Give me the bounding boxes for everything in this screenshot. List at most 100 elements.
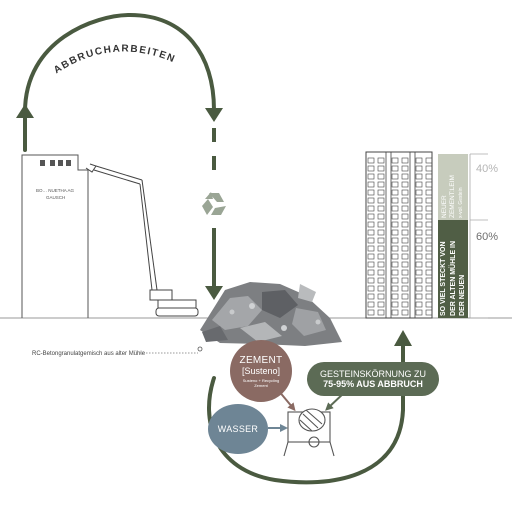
window — [377, 277, 385, 284]
window — [391, 277, 399, 284]
window — [415, 165, 423, 172]
arc-arrowhead-left — [16, 104, 34, 118]
bar-old-line3: DER NEUEN — [459, 274, 466, 316]
window — [377, 173, 385, 180]
arc-title: ABBRUCHARBEITEN — [52, 43, 177, 76]
window — [401, 157, 409, 164]
window — [391, 157, 399, 164]
window — [367, 229, 375, 236]
window — [377, 269, 385, 276]
zement-title: ZEMENT — [239, 354, 283, 366]
window — [377, 205, 385, 212]
window — [415, 293, 423, 300]
window — [425, 245, 433, 252]
window — [415, 245, 423, 252]
window — [367, 157, 375, 164]
gestein-line1: GESTEINSKÖRNUNG ZU — [319, 369, 426, 379]
window — [425, 261, 433, 268]
window — [425, 221, 433, 228]
window — [391, 253, 399, 260]
window — [377, 229, 385, 236]
window — [367, 181, 375, 188]
window — [415, 205, 423, 212]
window — [425, 309, 433, 316]
window — [415, 269, 423, 276]
loop-arrowhead-up — [394, 330, 412, 346]
window — [377, 237, 385, 244]
window — [401, 165, 409, 172]
bar-new-text: NEUER ZEMENT:LEIM x-vol. Gestein — [441, 175, 465, 218]
window — [391, 309, 399, 316]
window — [367, 277, 375, 284]
window — [391, 189, 399, 196]
window — [425, 173, 433, 180]
window — [415, 261, 423, 268]
bar-old-text: SO VIEL STECKT VON DER ALTEN MÜHLE IN DE… — [439, 241, 468, 316]
window — [401, 189, 409, 196]
window — [377, 293, 385, 300]
window — [415, 213, 423, 220]
window — [391, 269, 399, 276]
window — [367, 293, 375, 300]
window — [367, 261, 375, 268]
bar-new-percent: 40% — [476, 163, 498, 175]
window — [377, 157, 385, 164]
window — [377, 213, 385, 220]
window — [377, 165, 385, 172]
window — [425, 301, 433, 308]
window — [391, 293, 399, 300]
window — [425, 277, 433, 284]
window — [401, 261, 409, 268]
window — [367, 253, 375, 260]
window — [367, 285, 375, 292]
window — [425, 205, 433, 212]
window — [377, 245, 385, 252]
window — [377, 189, 385, 196]
window — [367, 301, 375, 308]
window — [425, 213, 433, 220]
rubble-pile — [200, 282, 342, 346]
window — [391, 229, 399, 236]
window — [401, 197, 409, 204]
window — [415, 301, 423, 308]
window — [401, 229, 409, 236]
window — [367, 205, 375, 212]
window — [401, 173, 409, 180]
window — [401, 301, 409, 308]
window — [401, 205, 409, 212]
window — [415, 221, 423, 228]
window — [377, 221, 385, 228]
window — [425, 229, 433, 236]
window — [415, 237, 423, 244]
window — [377, 309, 385, 316]
building-sign-line2: GAUSCH — [46, 195, 65, 200]
window — [425, 293, 433, 300]
window — [391, 205, 399, 212]
window — [415, 277, 423, 284]
new-building-windows — [367, 151, 433, 319]
window — [415, 197, 423, 204]
window — [415, 173, 423, 180]
window — [367, 197, 375, 204]
window — [415, 229, 423, 236]
zement-subtitle: [Susteno] — [241, 365, 281, 376]
window — [401, 285, 409, 292]
window — [391, 181, 399, 188]
window — [425, 285, 433, 292]
window — [401, 269, 409, 276]
window — [391, 261, 399, 268]
window — [415, 309, 423, 316]
window — [377, 261, 385, 268]
window — [367, 237, 375, 244]
down-arrowhead — [205, 286, 223, 300]
window — [391, 197, 399, 204]
window — [425, 197, 433, 204]
window — [401, 309, 409, 316]
window — [367, 189, 375, 196]
window — [377, 301, 385, 308]
window — [391, 301, 399, 308]
window — [401, 277, 409, 284]
window — [367, 309, 375, 316]
building-pillar — [385, 151, 392, 319]
